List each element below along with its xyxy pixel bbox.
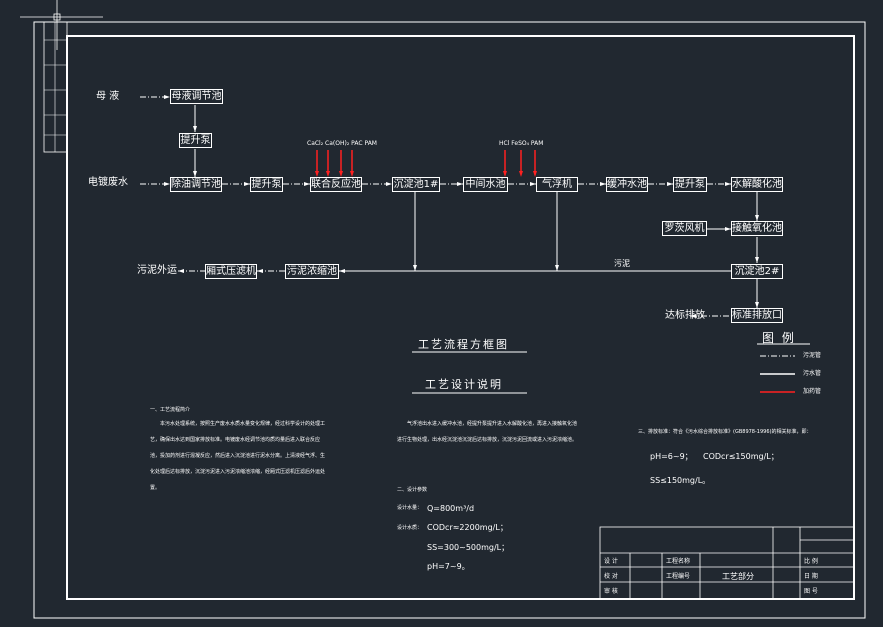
box-filter-press: 厢式压滤机: [205, 264, 257, 279]
label-chem-group-2: HCl FeSO₄ PAM: [499, 140, 544, 147]
box-mid-tank: 中间水池: [463, 177, 508, 192]
notes-quality-label: 设计水质：: [397, 525, 423, 531]
box-blower: 罗茨风机: [662, 221, 707, 236]
tb-check: 校 对: [604, 573, 618, 580]
box-lift-pump-2: 提升泵: [250, 177, 283, 192]
box-buffer-tank: 缓冲水池: [606, 177, 648, 192]
legend-text-sludge: 污泥管: [803, 352, 822, 359]
notes-cod: CODcr≈2200mg/L；: [427, 523, 508, 532]
arrowheads: [164, 95, 759, 318]
notes-section-2-text: 气浮池出水进入缓冲水池，经提升泵提升进入水解酸化池，再进入接触氧化池进行生物处理…: [397, 421, 578, 443]
box-sed-tank-1: 沉淀池1#: [392, 177, 440, 192]
cursor-crosshair: [20, 0, 103, 50]
legend-text-dosing: 加药管: [803, 388, 822, 395]
box-lift-pump-1: 提升泵: [179, 133, 212, 148]
label-discharge: 达标排放: [665, 310, 705, 321]
tb-drawing-name: 工艺部分: [722, 572, 754, 581]
notes-flow-value: Q=800m³/d: [427, 504, 475, 513]
box-contact-tank: 接触氧化池: [731, 221, 783, 236]
box-chrome-tank: 除油调节池: [170, 177, 222, 192]
notes-ss: SS=300~500mg/L；: [427, 543, 510, 552]
box-std-outlet: 标准排放口: [731, 308, 783, 323]
box-mother-tank: 母液调节池: [170, 89, 223, 104]
flow-lines: [140, 96, 758, 317]
tb-design: 设 计: [604, 558, 618, 565]
tb-approve: 审 核: [604, 588, 618, 595]
tb-project: 工程名称: [666, 558, 691, 565]
notes-flow-label: 设计水量：: [397, 505, 423, 511]
design-notes-title: 工艺设计说明: [425, 378, 503, 391]
box-lift-pump-3: 提升泵: [673, 177, 707, 192]
box-hydrolysis-tank: 水解酸化池: [731, 177, 783, 192]
label-plating-wastewater: 电镀废水: [88, 177, 128, 188]
box-sed-tank-2: 沉淀池2#: [731, 264, 783, 279]
tb-sheet: 图 号: [804, 588, 818, 595]
label-mother-liquor: 母 液: [96, 91, 120, 102]
legend-title: 图 例: [762, 331, 796, 345]
notes-std-cod: CODcr≤150mg/L；: [703, 452, 779, 461]
notes-ph: pH=7~9。: [427, 562, 470, 571]
dosing-lines: [316, 150, 536, 173]
label-chem-group-1: CaCl₂ Ca(OH)₂ PAC PAM: [307, 140, 377, 147]
notes-std-ph: pH=6~9；: [650, 452, 693, 461]
dosing-arrows: [315, 171, 537, 177]
notes-std-ss: SS≤150mg/L。: [650, 476, 711, 485]
notes-section-1-text: 本污水处理系统，按照生产废水水质水量变化规律，经过科学设计的处理工艺，确保出水达…: [150, 421, 326, 491]
flow-diagram-title: 工艺流程方框图: [418, 338, 509, 351]
tb-scale: 比 例: [804, 558, 818, 565]
title-block: [599, 526, 855, 600]
label-sludge: 污泥: [614, 259, 630, 268]
box-sludge-tank: 污泥浓缩池: [285, 264, 339, 279]
tb-project-no: 工程编号: [666, 573, 691, 580]
outer-frame: [33, 21, 866, 619]
box-coag-tank: 联合反应池: [310, 177, 362, 192]
notes-section-3-head: 三、排放标准：符合《污水综合排放标准》(GB8978-1996)的相关标准，即：: [638, 429, 812, 435]
legend-text-sewage: 污水管: [803, 370, 822, 377]
inner-frame: [66, 35, 855, 600]
notes-section-1-head: 一、工艺流程简介: [150, 407, 191, 413]
box-air-flotation: 气浮机: [536, 177, 578, 192]
left-strip: [43, 21, 68, 153]
tb-date: 日 期: [804, 573, 818, 580]
notes-section-2-head: 二、设计参数: [397, 487, 428, 493]
label-sludge-out: 污泥外运: [137, 265, 177, 276]
